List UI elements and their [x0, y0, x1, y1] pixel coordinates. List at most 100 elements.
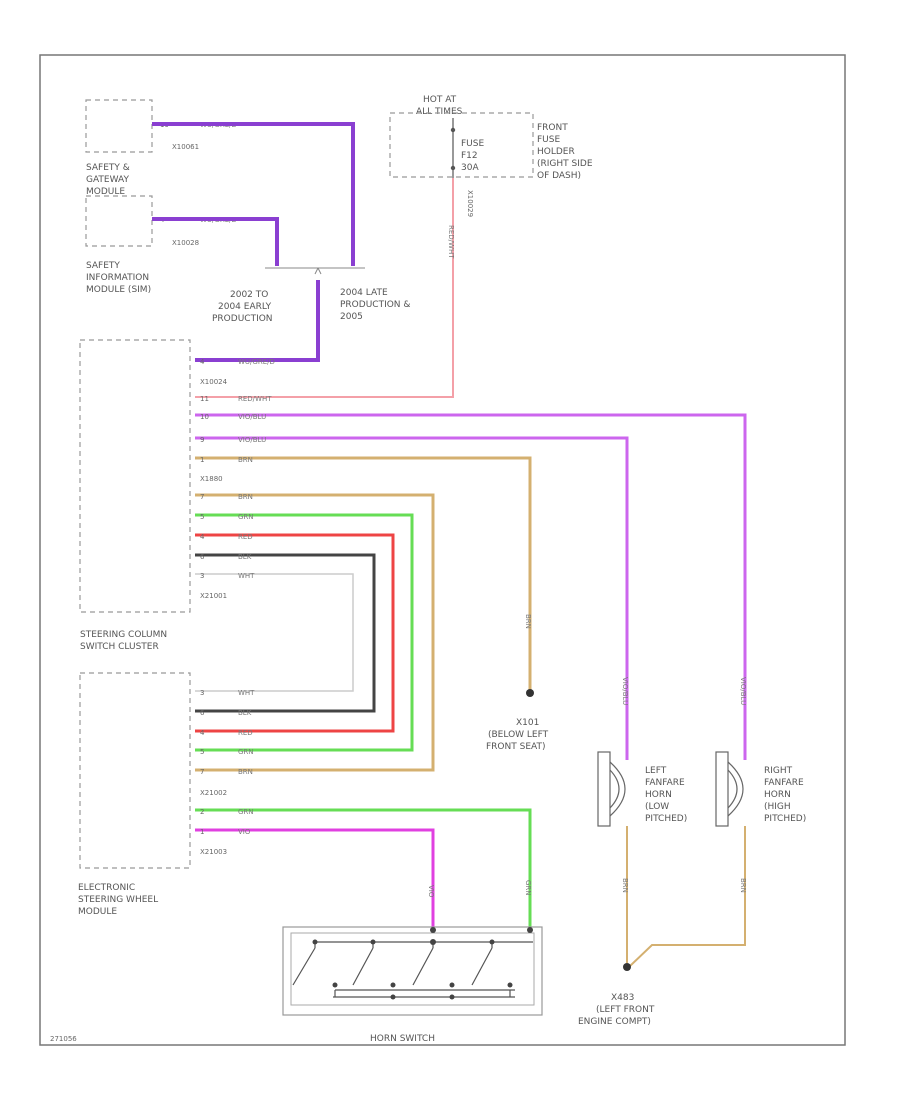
wire-label-vio-left-vertical: VIO/BLU — [621, 677, 629, 705]
pin-label: 9 — [200, 436, 204, 444]
horn-switch-contacts — [292, 941, 533, 998]
safety-info-label-1: SAFETY — [86, 261, 120, 271]
wire-blk-loop — [195, 553, 376, 713]
wire-vio-blu-left-horn — [195, 436, 629, 760]
wire-label: RED/WHT — [238, 395, 272, 403]
fuse-holder-label-4: (RIGHT SIDE — [537, 159, 593, 169]
wire-label: GRN — [238, 808, 254, 816]
connector-label: X1880 — [200, 475, 223, 483]
wire-red-wht — [195, 178, 454, 398]
wire-label-vio-right-vertical: VIO/BLU — [739, 677, 747, 705]
connector-label: X21003 — [200, 848, 227, 856]
column-switch-label-2: SWITCH CLUSTER — [80, 642, 159, 652]
wire-label-horn-grn-vertical: GRN — [524, 880, 532, 896]
fuse-holder-label-1: FRONT — [537, 123, 568, 133]
ground-x101 — [526, 689, 534, 697]
horn-switch-terminals — [312, 927, 533, 1000]
ground-x101-label-1: X101 — [516, 718, 539, 728]
fuse-hot-2: ALL TIMES — [416, 107, 463, 117]
pin-label: 1 — [200, 828, 204, 836]
wire-label-brn-left-horn: BRN — [621, 878, 629, 893]
wire-label-brn-vertical: BRN — [524, 614, 532, 629]
wire-label-brn-right-horn: BRN — [739, 878, 747, 893]
wire-label: WU/GRE/D — [238, 358, 275, 366]
variant-late-2: PRODUCTION & — [340, 300, 410, 310]
left-horn-label-3: HORN — [645, 790, 672, 800]
wire-label: BRN — [238, 493, 253, 501]
pin-label: 11 — [200, 395, 209, 403]
horn-switch-inner — [290, 932, 535, 1006]
safety-info-label-2: INFORMATION — [86, 273, 149, 283]
pin-label: 7 — [200, 493, 204, 501]
variant-early-1: 2002 TO — [230, 290, 268, 300]
right-horn-label-5: PITCHED) — [764, 814, 806, 824]
wire-vio-blu-right-horn — [195, 413, 747, 760]
left-horn-label-2: FANFARE — [645, 778, 685, 788]
column-switch-box — [79, 339, 191, 613]
connector-label: X10028 — [172, 239, 199, 247]
pin-label: 3 — [200, 689, 204, 697]
connector-label: X21002 — [200, 789, 227, 797]
wire-label: RED — [238, 729, 253, 737]
pin-label: 6 — [200, 553, 205, 561]
wire-brn-ground — [195, 456, 532, 692]
variant-bracket-tick — [314, 267, 322, 275]
steering-wheel-label-2: STEERING WHEEL — [78, 895, 158, 905]
pin-label: 4 — [200, 358, 205, 366]
wire-brn-loop — [195, 493, 435, 772]
connector-label: X10024 — [200, 378, 228, 386]
fuse-holder-label-5: OF DASH) — [537, 171, 581, 181]
fuse-label-3: 30A — [461, 163, 479, 173]
wire-horn-grn — [195, 808, 532, 930]
left-horn-icon — [597, 751, 626, 827]
pin-label: 6 — [200, 709, 205, 717]
right-horn-label-1: RIGHT — [764, 766, 793, 776]
safety-info-label-3: MODULE (SIM) — [86, 285, 151, 295]
wire-horn-vio — [195, 828, 435, 930]
pin-label: 1 — [200, 456, 204, 464]
fuse-hot-1: HOT AT — [423, 95, 457, 105]
diagram-frame — [39, 54, 846, 1046]
column-switch-label-1: STEERING COLUMN — [80, 630, 167, 640]
variant-late-3: 2005 — [340, 312, 363, 322]
fuse-holder-box — [389, 112, 534, 178]
ground-x483-label-2: (LEFT FRONT — [596, 1005, 655, 1015]
pin-label: 10 — [200, 413, 209, 421]
left-horn-label-1: LEFT — [645, 766, 667, 776]
connector-label: X10061 — [172, 143, 199, 151]
safety-gateway-module-box — [85, 99, 153, 153]
wire-label: BRN — [238, 768, 253, 776]
wire-label-red-wht-vertical: RED/WHT — [447, 225, 455, 259]
right-horn-label-2: FANFARE — [764, 778, 804, 788]
connector-label: X21001 — [200, 592, 227, 600]
wire-purple-mid — [152, 217, 279, 266]
wire-purple-down — [195, 280, 320, 362]
pin-label: 7 — [200, 768, 204, 776]
variant-late-1: 2004 LATE — [340, 288, 388, 298]
wire-label: GRN — [238, 748, 254, 756]
fuse-label-1: FUSE — [461, 139, 484, 149]
steering-wheel-label-3: MODULE — [78, 907, 117, 917]
horn-switch-box — [282, 926, 543, 1016]
left-horn-label-5: PITCHED) — [645, 814, 687, 824]
wire-label: WHT — [238, 689, 255, 697]
pin-label: 5 — [200, 748, 204, 756]
ground-x483-label-1: X483 — [611, 993, 634, 1003]
steering-wheel-module-box — [79, 672, 191, 869]
pin-label: 2 — [200, 808, 204, 816]
pin-label: 4 — [200, 729, 205, 737]
ground-x483-label-3: ENGINE COMPT) — [578, 1017, 651, 1027]
wire-brn-horn-ground — [626, 826, 746, 967]
horn-switch-label: HORN SWITCH — [370, 1034, 435, 1044]
wire-label: BLK — [238, 553, 252, 561]
wire-label: GRN — [238, 513, 254, 521]
diagram-id: 271056 — [50, 1035, 77, 1043]
wire-label: BLK — [238, 709, 252, 717]
wire-label: BRN — [238, 456, 253, 464]
wire-red-loop — [195, 533, 395, 733]
splice-label: X10029 — [466, 190, 474, 217]
right-horn-label-3: HORN — [764, 790, 791, 800]
ground-x101-label-2: (BELOW LEFT — [488, 730, 549, 740]
safety-gateway-label-1: SAFETY & — [86, 163, 130, 173]
